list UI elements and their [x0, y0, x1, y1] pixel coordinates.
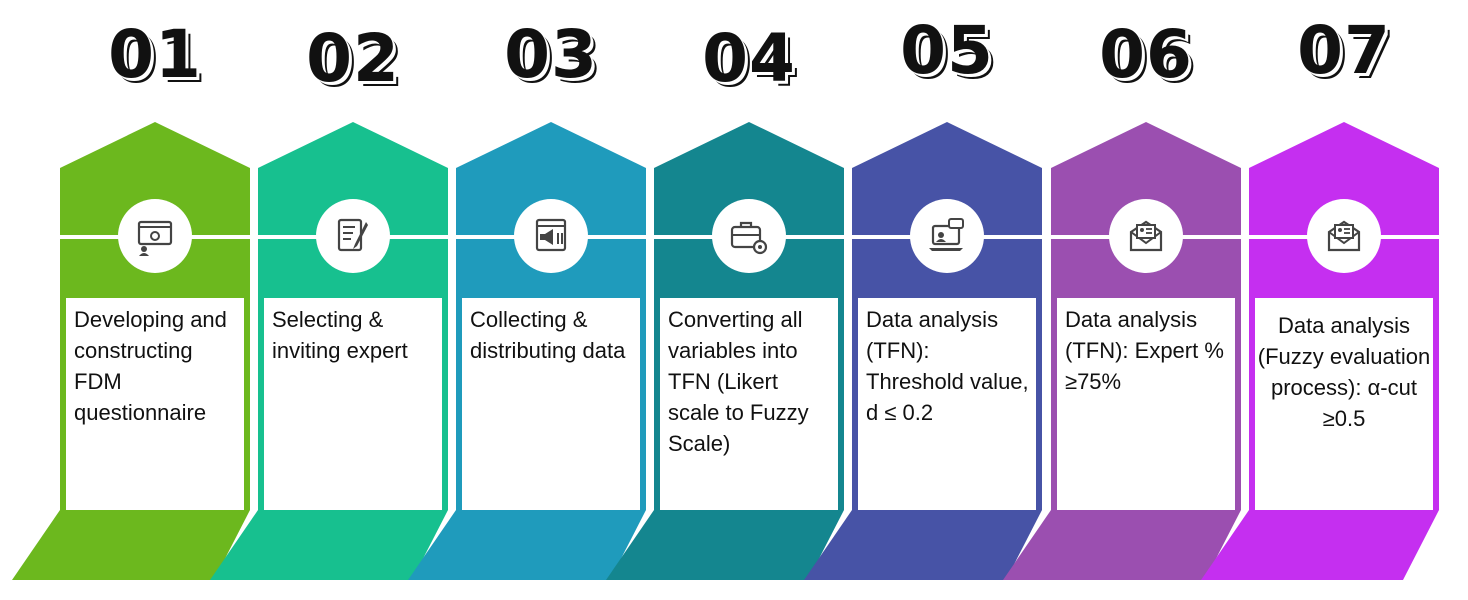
step-label-05: Data analysis (TFN): Threshold value, d … [858, 298, 1036, 510]
step-number-01: 01 [108, 16, 202, 93]
step-base-04 [606, 510, 844, 580]
envelope-profile-icon [1129, 220, 1163, 252]
laptop-chat-icon [929, 218, 964, 251]
settings-window-icon [137, 220, 173, 256]
step-number-07: 07 [1297, 12, 1391, 89]
step-label-04: Converting all variables into TFN (Liker… [660, 298, 838, 510]
step-label-07: Data analysis (Fuzzy evaluation process)… [1255, 298, 1433, 510]
step-label-01: Developing and constructing FDM question… [66, 298, 244, 510]
step-base-06 [1003, 510, 1241, 580]
step-icon-circle-05 [910, 199, 984, 273]
step-number-04: 04 [702, 20, 796, 97]
briefcase-gear-icon [730, 221, 768, 255]
step-icon-circle-07 [1307, 199, 1381, 273]
envelope-profile-icon [1327, 220, 1361, 252]
step-label-03: Collecting & distributing data [462, 298, 640, 510]
step-base-03 [408, 510, 646, 580]
step-label-06: Data analysis (TFN): Expert % ≥75% [1057, 298, 1235, 510]
step-icon-circle-06 [1109, 199, 1183, 273]
step-base-05 [804, 510, 1042, 580]
step-number-02: 02 [306, 20, 400, 97]
step-icon-circle-02 [316, 199, 390, 273]
megaphone-window-icon [535, 218, 567, 252]
step-base-02 [210, 510, 448, 580]
step-icon-circle-03 [514, 199, 588, 273]
step-number-06: 06 [1099, 16, 1193, 93]
step-base-01 [12, 510, 250, 580]
step-number-05: 05 [900, 12, 994, 89]
step-base-07 [1201, 510, 1439, 580]
step-label-02: Selecting & inviting expert [264, 298, 442, 510]
document-pen-icon [337, 218, 368, 252]
step-icon-circle-01 [118, 199, 192, 273]
step-icon-circle-04 [712, 199, 786, 273]
step-number-03: 03 [504, 16, 598, 93]
